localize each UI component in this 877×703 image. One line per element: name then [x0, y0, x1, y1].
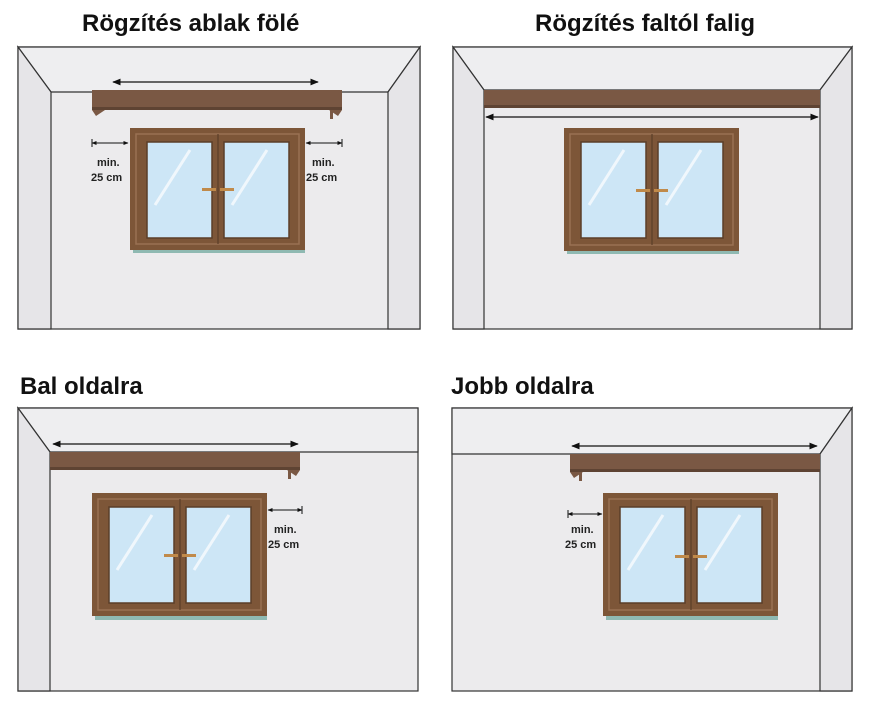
min-distance-right: min. 25 cm [267, 506, 303, 551]
min-label-left: min. [571, 524, 594, 536]
panel-left-side: min. 25 cm [16, 406, 419, 692]
curtain-rod-shelf [50, 452, 300, 479]
min-distance-left: min. 25 cm [91, 139, 129, 184]
panel-title-left-side: Bal oldalra [20, 373, 143, 400]
panel-title-wall-to-wall: Rögzítés faltól falig [535, 10, 756, 37]
window [92, 493, 267, 620]
panel-wall-to-wall [451, 45, 854, 330]
panel-title-above-window: Rögzítés ablak fölé [82, 10, 300, 37]
window [564, 128, 739, 254]
panel-right-side: min. 25 cm [451, 406, 854, 692]
min-value-right: 25 cm [268, 539, 299, 551]
panel-title-right-side: Jobb oldalra [451, 373, 594, 400]
min-label-left: min. [97, 157, 120, 169]
window [130, 128, 305, 253]
curtain-rod-shelf [484, 90, 820, 108]
curtain-rod-shelf [570, 454, 820, 481]
min-label-right: min. [312, 157, 335, 169]
min-value-left: 25 cm [565, 539, 596, 551]
min-label-right: min. [274, 524, 297, 536]
panel-above-window: min. 25 cm min. 25 cm [16, 45, 422, 330]
min-distance-right: min. 25 cm [305, 139, 343, 184]
min-value-left: 25 cm [91, 172, 122, 184]
curtain-rod-shelf [92, 90, 342, 119]
min-value-right: 25 cm [306, 172, 337, 184]
min-distance-left: min. 25 cm [565, 510, 603, 551]
window [603, 493, 778, 620]
